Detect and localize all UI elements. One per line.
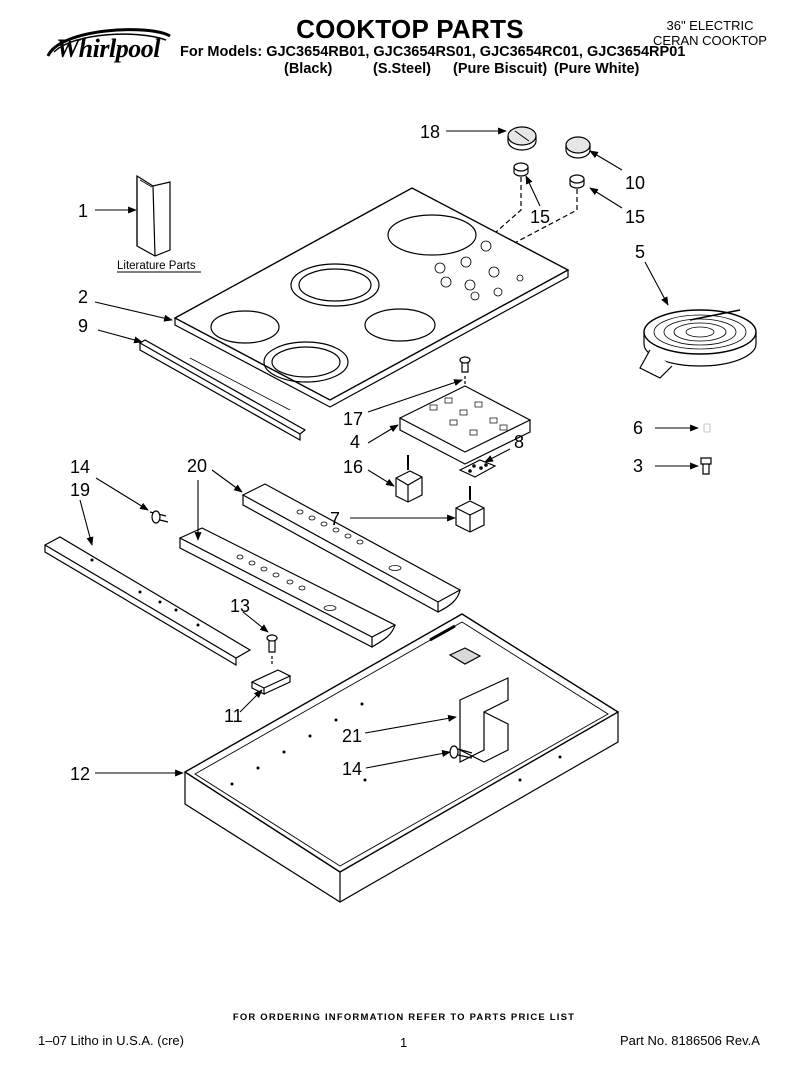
- callout-10: 10: [625, 173, 645, 193]
- callout-13: 13: [230, 596, 250, 616]
- callout-14-lower: 14: [342, 759, 362, 779]
- model-list: For Models: GJC3654RB01, GJC3654RS01, GJ…: [180, 44, 686, 60]
- ordering-note: FOR ORDERING INFORMATION REFER TO PARTS …: [232, 1012, 576, 1023]
- clip-part-11: [250, 669, 292, 695]
- screw-part-13: [266, 634, 278, 666]
- variant-black: (Black): [284, 61, 333, 77]
- whirlpool-logo: Whirlpool: [40, 22, 176, 76]
- callout-15-right: 15: [625, 207, 645, 227]
- spacer-part-15-right: [569, 174, 585, 189]
- callout-9: 9: [78, 316, 88, 336]
- callout-6: 6: [633, 418, 643, 438]
- leader-lines: [79, 127, 699, 777]
- subtitle-line-1: 36" ELECTRIC: [666, 18, 754, 33]
- subtitle-line-2: CERAN COOKTOP: [653, 33, 767, 48]
- rail-part-19: [43, 536, 252, 667]
- screw-part-3: [700, 457, 712, 475]
- bracket-part-21: [459, 677, 509, 763]
- callout-5: 5: [635, 242, 645, 262]
- literature-parts-label: Literature Parts: [117, 260, 196, 272]
- callout-14-upper: 14: [70, 457, 90, 477]
- callout-1: 1: [78, 201, 88, 221]
- knob-alignment-lines: [486, 177, 578, 249]
- callout-2: 2: [78, 287, 88, 307]
- control-module-part-4: [398, 385, 532, 465]
- bracket-part-7: [455, 486, 485, 533]
- callout-21: 21: [342, 726, 362, 746]
- callout-8: 8: [514, 432, 524, 452]
- spacer-part-15-left: [513, 162, 529, 177]
- callout-12: 12: [70, 764, 90, 784]
- knob-part-10: [565, 136, 591, 159]
- bracket-part-16: [395, 455, 423, 503]
- page-number: 1: [400, 1035, 408, 1050]
- variant-white: (Pure White): [554, 61, 640, 77]
- callout-3: 3: [633, 456, 643, 476]
- callout-4: 4: [350, 432, 360, 452]
- clip-part-6: [703, 423, 711, 433]
- callout-17: 17: [343, 409, 363, 429]
- page-title: COOKTOP PARTS: [296, 14, 524, 44]
- litho-info: 1–07 Litho in U.S.A. (cre): [38, 1033, 184, 1048]
- rail-part-20-rear: [241, 483, 462, 614]
- callout-15-left: 15: [530, 207, 550, 227]
- logo-swoosh-icon: [46, 28, 171, 57]
- variant-biscuit: (Pure Biscuit): [453, 61, 548, 77]
- callout-20: 20: [187, 456, 207, 476]
- screw-part-17: [459, 356, 471, 390]
- part-number: Part No. 8186506 Rev.A: [620, 1033, 760, 1048]
- knob-part-18: [507, 126, 537, 151]
- exploded-parts-diagram: Literature Parts: [43, 122, 757, 903]
- callout-19: 19: [70, 480, 90, 500]
- callout-18: 18: [420, 122, 440, 142]
- variant-steel: (S.Steel): [373, 61, 432, 77]
- logo-wordmark: Whirlpool: [56, 34, 160, 63]
- rail-part-20-front: [178, 527, 397, 648]
- callout-numbers: 18 10 1 15 15 5 2 9 17 4 8 16 6 3 14 20 …: [70, 122, 645, 784]
- literature-part-1: [136, 174, 171, 257]
- glass-cooktop-part-2: [173, 187, 570, 408]
- trim-strip-part-9: [138, 339, 307, 442]
- callout-16: 16: [343, 457, 363, 477]
- screw-part-14-upper: [149, 510, 169, 524]
- heating-element-part-5: [639, 309, 757, 379]
- callout-7: 7: [330, 509, 340, 529]
- bottom-tray-part-12: [183, 613, 620, 903]
- callout-11: 11: [224, 706, 243, 726]
- product-subtitle: 36" ELECTRIC CERAN COOKTOP: [640, 18, 780, 48]
- plate-part-8: [458, 459, 497, 478]
